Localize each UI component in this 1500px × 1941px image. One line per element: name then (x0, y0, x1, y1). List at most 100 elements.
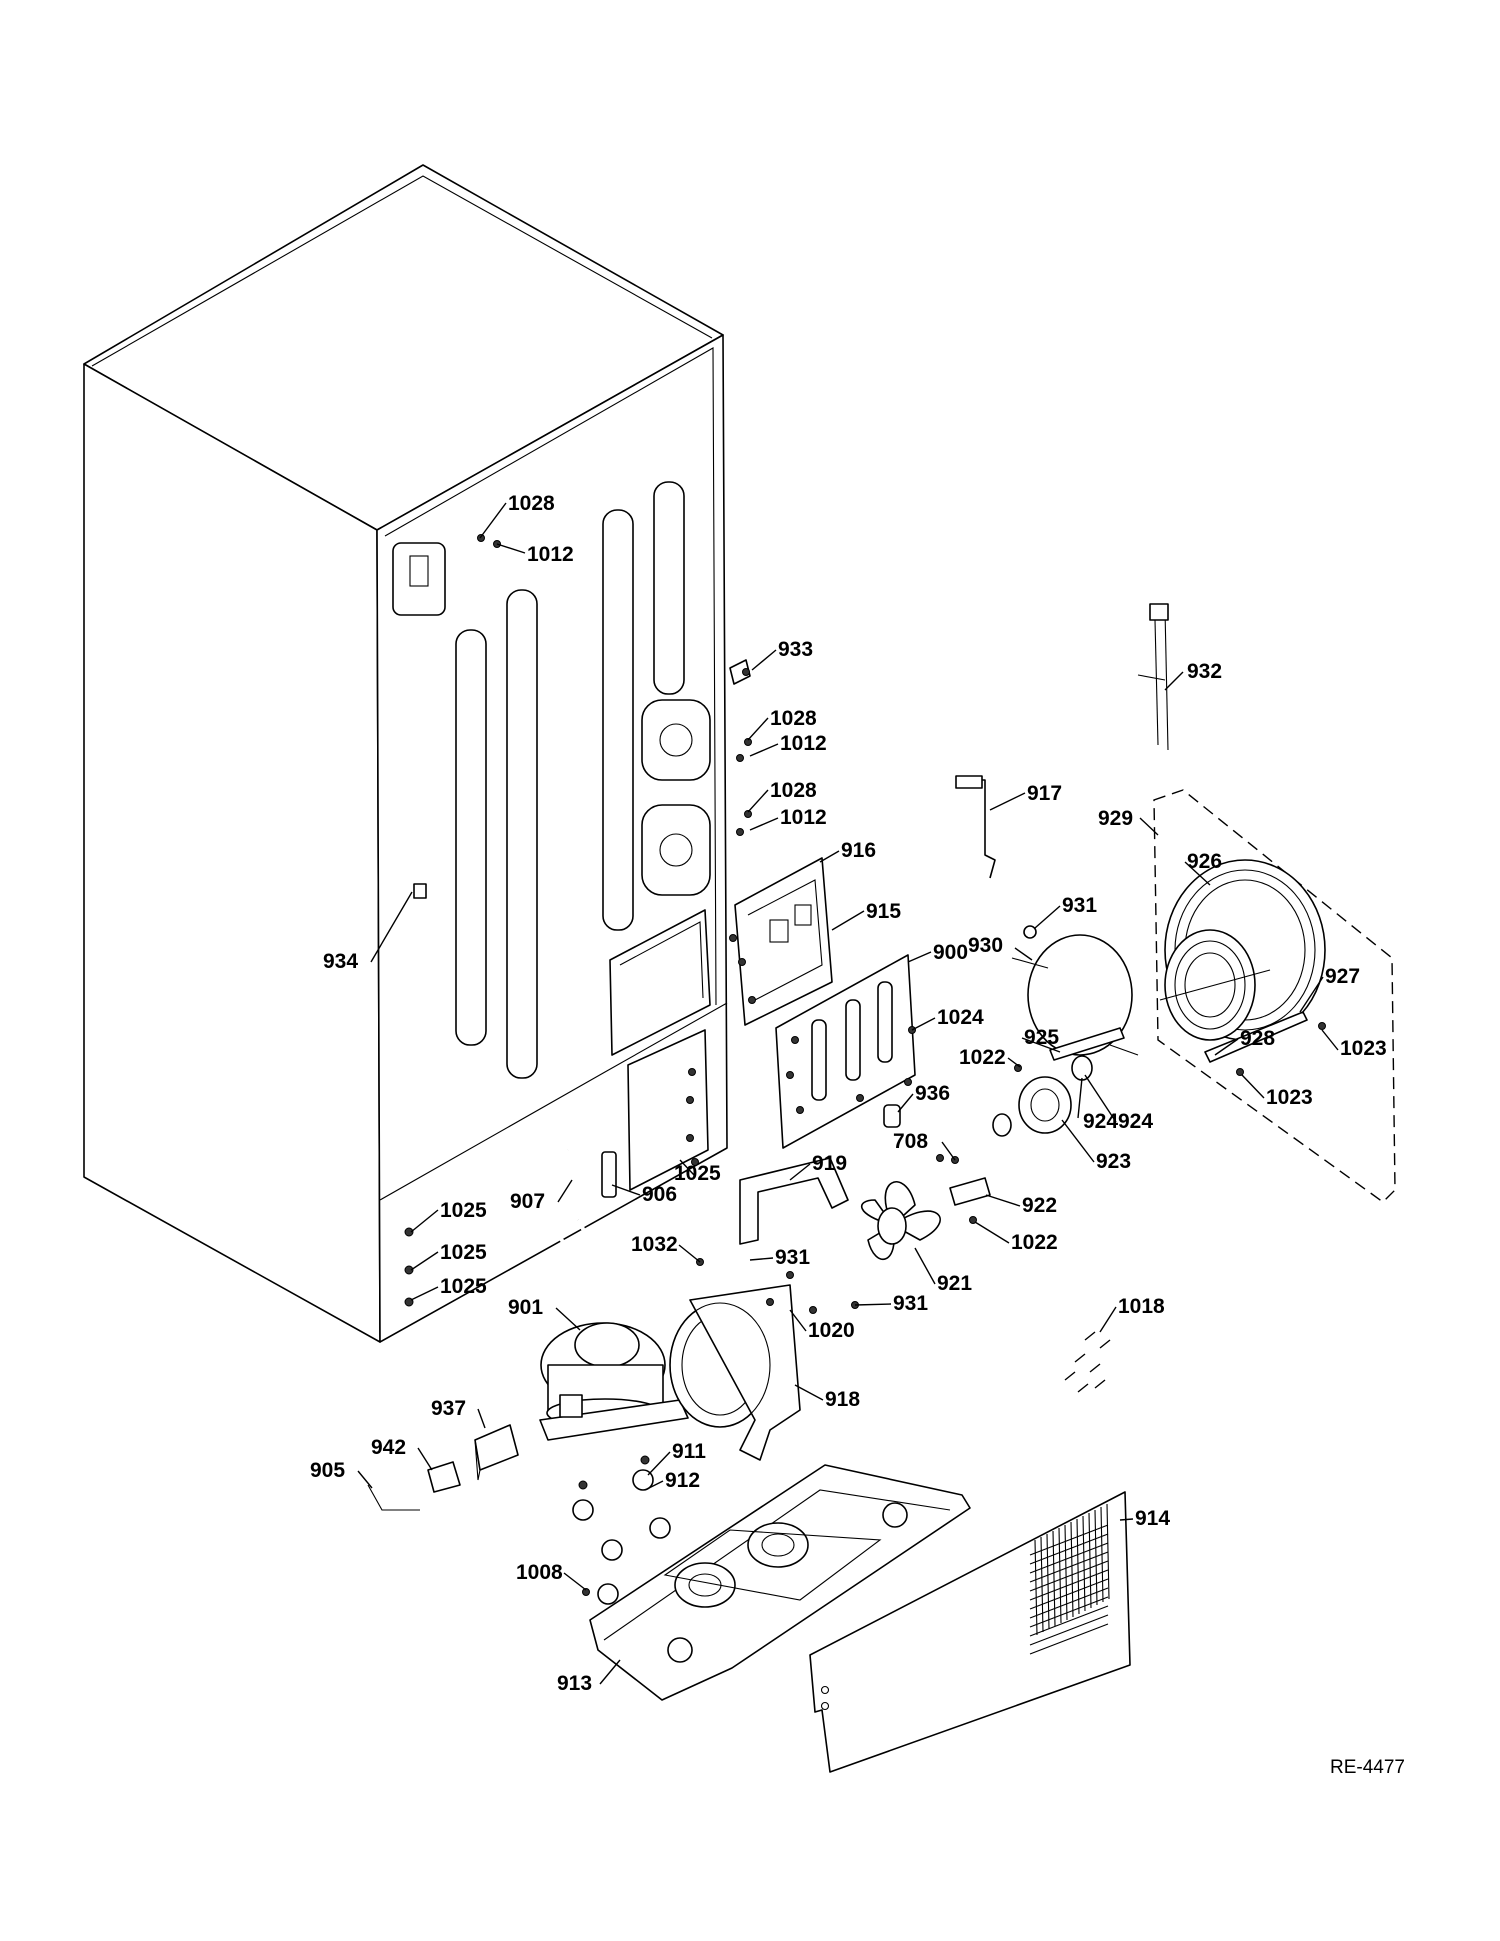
grille-slot (1034, 1539, 1038, 1636)
part-label-l914: 914 (1135, 1507, 1170, 1530)
screw (809, 1306, 817, 1314)
leader-line (417, 1447, 433, 1471)
leader-line (1034, 905, 1061, 929)
part-label-l930: 930 (968, 934, 1003, 957)
leader-line (410, 1286, 439, 1301)
part-label-l926: 926 (1187, 850, 1222, 873)
leader-line (914, 1247, 936, 1285)
part-label-l919: 919 (812, 1152, 847, 1175)
leader-line (854, 1303, 892, 1306)
leader-line (907, 951, 932, 963)
screw (904, 1078, 912, 1086)
fan-shroud-918 (669, 1284, 801, 1461)
dryer-906 (601, 1151, 617, 1198)
part-label-l1025b: 1025 (440, 1199, 487, 1222)
grille-slot (1029, 1578, 1109, 1610)
screw (856, 1094, 864, 1102)
harness-917 (955, 775, 996, 879)
grille-slot (1029, 1605, 1109, 1637)
grille-slot (1046, 1533, 1050, 1630)
leader-line (1014, 947, 1033, 961)
leader-line (897, 1093, 914, 1113)
part-label-l933: 933 (778, 638, 813, 661)
part-label-l1025d: 1025 (440, 1275, 487, 1298)
leader-line (555, 1307, 581, 1331)
overload-942 (427, 1461, 461, 1493)
leader-line (1299, 976, 1324, 1013)
grille-slot (1029, 1623, 1109, 1655)
screw (748, 996, 756, 1004)
part-label-l1018: 1018 (1118, 1295, 1165, 1318)
leader-line (985, 1194, 1021, 1207)
screw (766, 1298, 774, 1306)
leader-line (941, 1141, 956, 1161)
leader-line (749, 1257, 774, 1261)
bracket-925 (1014, 1027, 1125, 1072)
leader-line (989, 792, 1026, 811)
part-label-l942: 942 (371, 1436, 406, 1459)
grille-slot (1029, 1560, 1109, 1592)
screw (742, 668, 750, 676)
leader-line (647, 1451, 671, 1476)
grille-slot (1094, 1509, 1098, 1606)
part-label-l1022b: 1022 (1011, 1231, 1058, 1254)
screw-set-1018 (1064, 1331, 1111, 1393)
part-label-l931a: 931 (1062, 894, 1097, 917)
part-label-l906: 906 (642, 1183, 677, 1206)
part-label-l1028b: 1028 (770, 707, 817, 730)
leader-line (1119, 1518, 1134, 1521)
grille-slot (1052, 1530, 1056, 1627)
part-label-l1008: 1008 (516, 1561, 563, 1584)
part-label-l1020: 1020 (808, 1319, 855, 1342)
part-label-l901: 901 (508, 1296, 543, 1319)
part-label-l917: 917 (1027, 782, 1062, 805)
wire-905 (367, 1484, 420, 1511)
fan-blade-921 (860, 1181, 941, 1260)
part-label-l931b: 931 (775, 1246, 810, 1269)
leader-line (819, 850, 840, 863)
part-label-l1023b: 1023 (1266, 1086, 1313, 1109)
leader-line (747, 717, 769, 741)
leader-line (789, 1309, 807, 1332)
part-label-l925: 925 (1024, 1026, 1059, 1049)
wire-harness-932 (1137, 603, 1169, 751)
motor-mount-922 (936, 1154, 991, 1224)
screw (796, 1106, 804, 1114)
part-label-l932: 932 (1187, 660, 1222, 683)
leader-line (794, 1384, 824, 1401)
leader-line (1061, 1119, 1095, 1163)
leader-line (974, 1221, 1010, 1244)
leader-line (747, 789, 769, 813)
part-label-l915: 915 (866, 900, 901, 923)
part-label-l1022a: 1022 (959, 1046, 1006, 1069)
grille-slot (1029, 1542, 1109, 1574)
compressor-901 (539, 1322, 689, 1441)
part-label-l922: 922 (1022, 1194, 1057, 1217)
leader-line (1214, 1038, 1239, 1056)
leader-line (479, 502, 507, 539)
shroud-930 (1011, 925, 1139, 1056)
tube-907 (555, 1149, 589, 1253)
grille-slot (1029, 1614, 1109, 1646)
brackets-927-928 (1204, 1011, 1326, 1076)
grille-slot (1029, 1569, 1109, 1601)
leader-line (679, 1159, 695, 1176)
part-label-l916: 916 (841, 839, 876, 862)
leader-line (477, 1408, 486, 1429)
grille-slot (1082, 1515, 1086, 1612)
relay-937 (474, 1424, 519, 1481)
grille-slot (1088, 1512, 1092, 1609)
part-label-l1012a: 1012 (527, 543, 574, 566)
part-label-l905: 905 (310, 1459, 345, 1482)
part-label-l1028a: 1028 (508, 492, 555, 515)
screw (686, 1134, 694, 1142)
leader-line (1007, 1057, 1021, 1068)
part-label-l934: 934 (323, 950, 358, 973)
grille-slot (1040, 1536, 1044, 1633)
spacer-936 (883, 1104, 901, 1128)
grille-914 (809, 1491, 1131, 1773)
main-control-board-915 (734, 857, 833, 1026)
part-label-l936: 936 (915, 1082, 950, 1105)
fan-motor-923 (992, 1055, 1093, 1137)
screw (686, 1096, 694, 1104)
